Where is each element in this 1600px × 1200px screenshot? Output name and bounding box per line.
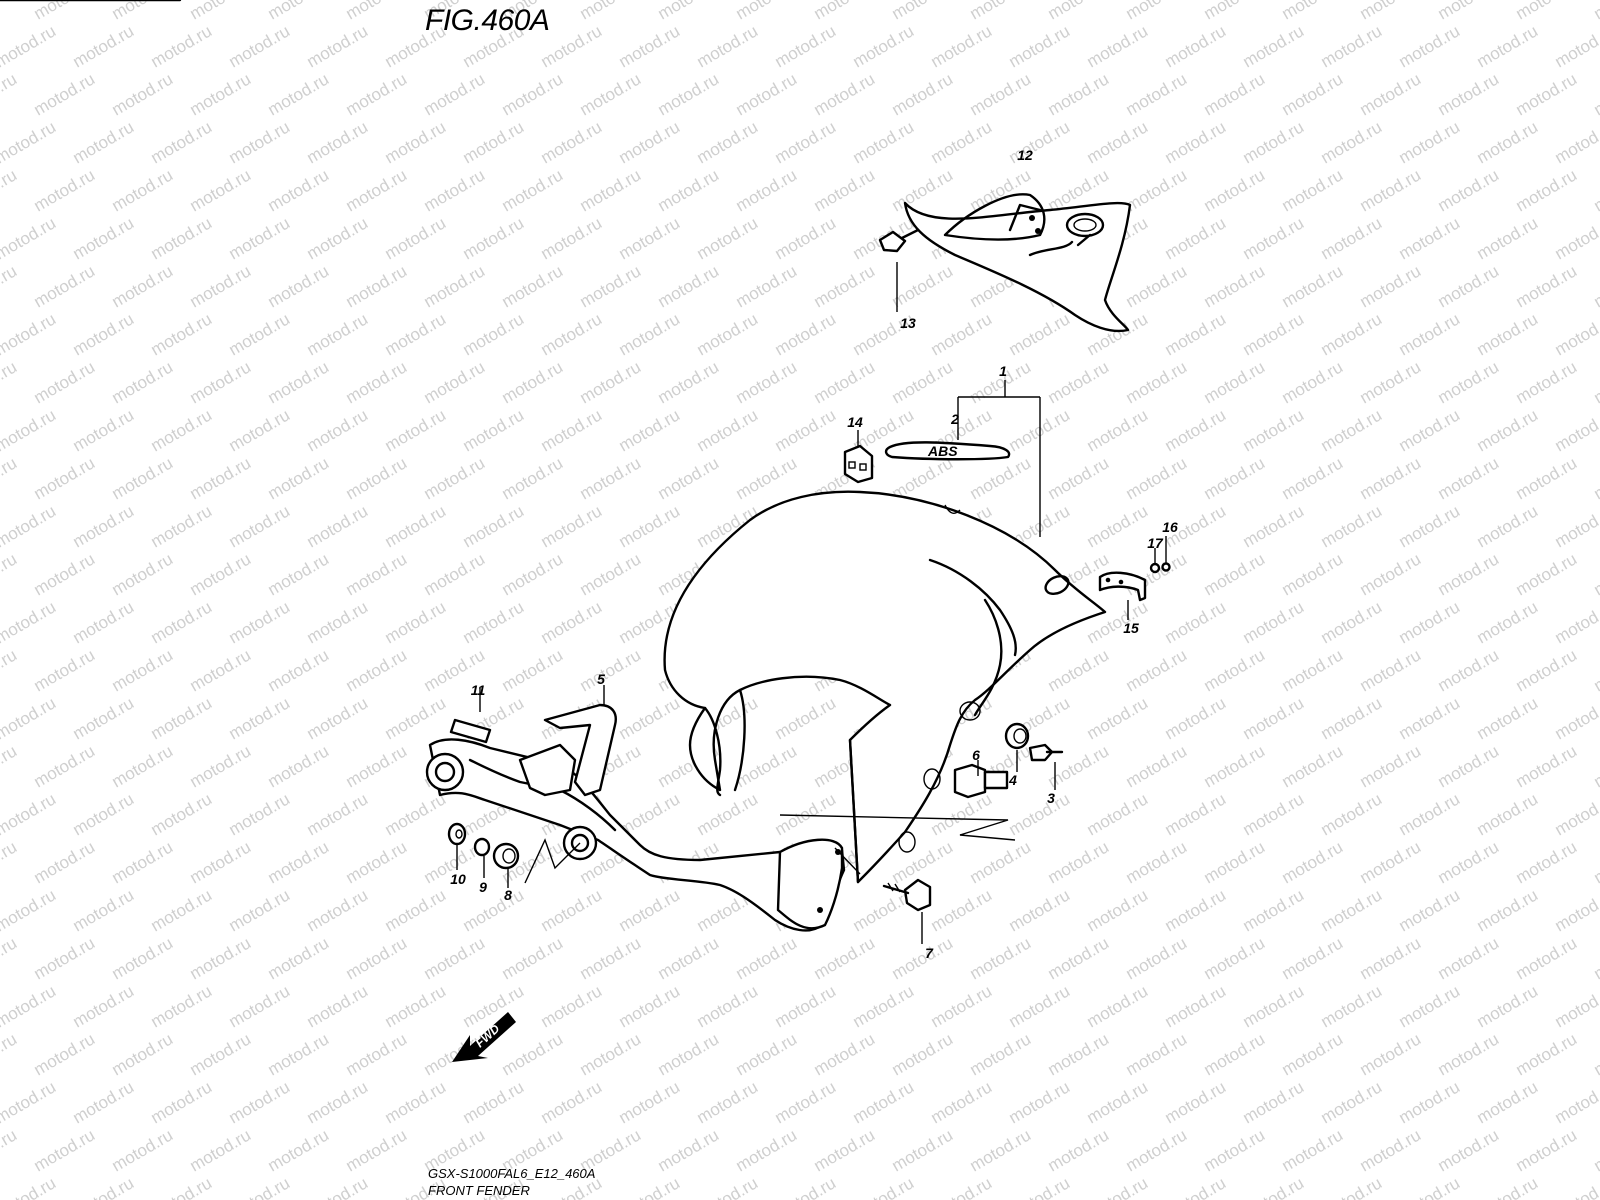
- callout-label-4: 4: [1008, 772, 1017, 788]
- part-14-clip: [843, 430, 874, 484]
- figure-title: FIG.460A: [425, 4, 550, 37]
- part-2-abs-emblem: ABS: [884, 420, 1011, 461]
- callout-label-16: 16: [1162, 519, 1178, 535]
- part-16-17-fasteners: [1149, 536, 1171, 574]
- part-11-tape: [449, 688, 492, 744]
- part-6-spacer: [953, 760, 1009, 799]
- callout-label-3: 3: [1047, 790, 1055, 806]
- part-12-inner-cover: [903, 193, 1132, 333]
- callout-label-1: 1: [999, 363, 1007, 379]
- part-9-collar: [473, 837, 491, 878]
- part-15-bracket: [1098, 571, 1147, 620]
- callout-label-6: 6: [972, 747, 980, 763]
- callout-label-11: 11: [471, 682, 486, 698]
- part-8-grommet: [492, 842, 520, 888]
- fwd-direction-arrow: FWD: [452, 1012, 516, 1062]
- part-3-bolt: [1028, 743, 1064, 790]
- part-5-fender-brace: [425, 685, 846, 932]
- callout-label-15: 15: [1123, 620, 1139, 636]
- part-10-washer: [447, 822, 467, 870]
- part-13-screw: [0, 0, 920, 312]
- assembly-name-caption: FRONT FENDER: [428, 1183, 530, 1198]
- callout-label-8: 8: [504, 887, 512, 903]
- callout-label-13: 13: [900, 315, 916, 331]
- callout-label-2: 2: [950, 411, 959, 427]
- callout-label-17: 17: [1147, 535, 1164, 551]
- assembly-guide-lines: [524, 814, 1016, 884]
- callout-label-9: 9: [479, 879, 487, 895]
- abs-badge-text: ABS: [927, 443, 958, 459]
- callout-label-12: 12: [1017, 147, 1033, 163]
- callout-label-10: 10: [450, 871, 466, 887]
- part-1-leader: [957, 380, 1041, 537]
- callout-label-14: 14: [847, 414, 863, 430]
- model-code-caption: GSX-S1000FAL6_E12_460A: [428, 1166, 596, 1181]
- part-7-bolt: [882, 878, 932, 944]
- callout-label-7: 7: [925, 945, 934, 961]
- callout-label-5: 5: [597, 671, 605, 687]
- part-1-front-fender: [663, 490, 1107, 884]
- part-4-grommet: [1004, 722, 1030, 772]
